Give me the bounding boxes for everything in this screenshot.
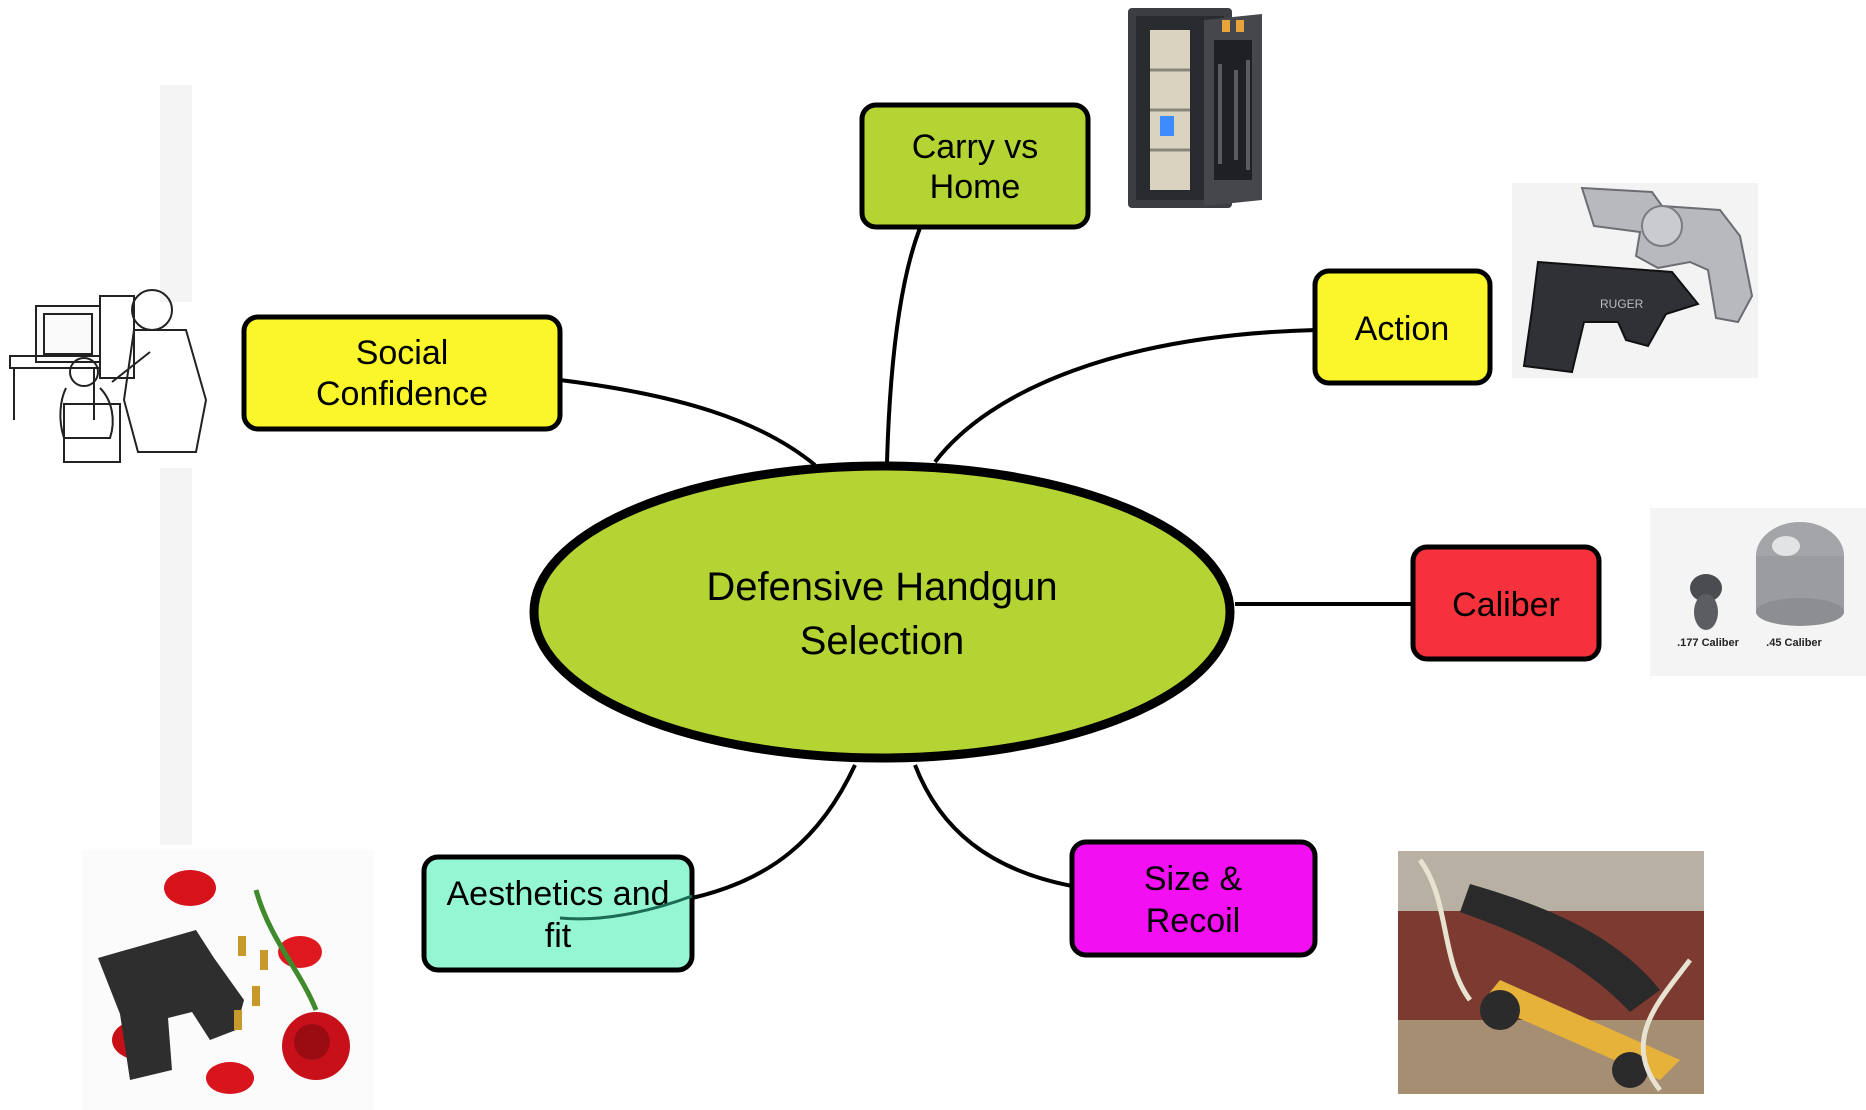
caliber-label-45: .45 Caliber — [1766, 637, 1822, 649]
connectors — [559, 227, 1412, 900]
connector-size-recoil — [913, 764, 1073, 888]
people-at-computer-illustration — [8, 289, 208, 468]
revolver-and-pistol-illustration: RUGER — [1512, 183, 1758, 378]
node-size-recoil-line-2: Recoil — [1146, 902, 1240, 940]
pistol-and-roses-illustration — [82, 850, 374, 1110]
node-carry-vs-home[interactable]: Carry vs Home — [859, 102, 1091, 230]
node-caliber-box — [1410, 544, 1602, 662]
node-action-box — [1312, 268, 1493, 386]
connector-carry-vs-home — [885, 227, 922, 463]
node-caliber-label: Caliber — [1452, 586, 1560, 624]
node-aesthetics-fit-line-1: Aesthetics and — [446, 875, 669, 913]
svg-text:RUGER: RUGER — [1600, 297, 1644, 311]
node-aesthetics-fit[interactable]: Aesthetics and fit — [421, 854, 695, 973]
center-node[interactable]: Defensive Handgun Selection — [529, 461, 1235, 763]
connector-action — [933, 328, 1317, 464]
node-action-label: Action — [1355, 310, 1450, 348]
node-size-recoil[interactable]: Size & Recoil — [1069, 839, 1318, 958]
node-carry-vs-home-line-2: Home — [930, 168, 1021, 206]
node-social-confidence-line-2: Confidence — [316, 375, 488, 413]
node-social-confidence[interactable]: Social Confidence — [241, 314, 563, 432]
node-aesthetics-fit-box — [421, 854, 695, 973]
node-size-recoil-box — [1069, 839, 1318, 958]
node-social-confidence-box — [241, 314, 563, 432]
node-aesthetics-fit-line-2: fit — [545, 917, 572, 955]
node-action[interactable]: Action — [1312, 268, 1493, 386]
node-carry-vs-home-box — [859, 102, 1091, 230]
center-title-line-1: Defensive Handgun — [706, 565, 1057, 609]
center-title-line-2: Selection — [800, 619, 965, 663]
node-carry-vs-home-line-1: Carry vs — [912, 128, 1039, 166]
center-ellipse — [529, 461, 1235, 763]
cannon-illustration — [1398, 851, 1704, 1094]
node-caliber[interactable]: Caliber — [1410, 544, 1602, 662]
gun-safe-illustration — [1128, 8, 1262, 208]
caliber-label-177: .177 Caliber — [1677, 637, 1739, 649]
bullet-comparison-illustration: .177 Caliber .45 Caliber — [1650, 508, 1866, 676]
aesthetics-underline-stroke — [559, 894, 693, 921]
node-size-recoil-line-1: Size & — [1144, 860, 1243, 898]
node-social-confidence-line-1: Social — [356, 334, 449, 372]
connector-aesthetics-fit — [691, 764, 857, 900]
connector-social-confidence — [559, 378, 817, 467]
